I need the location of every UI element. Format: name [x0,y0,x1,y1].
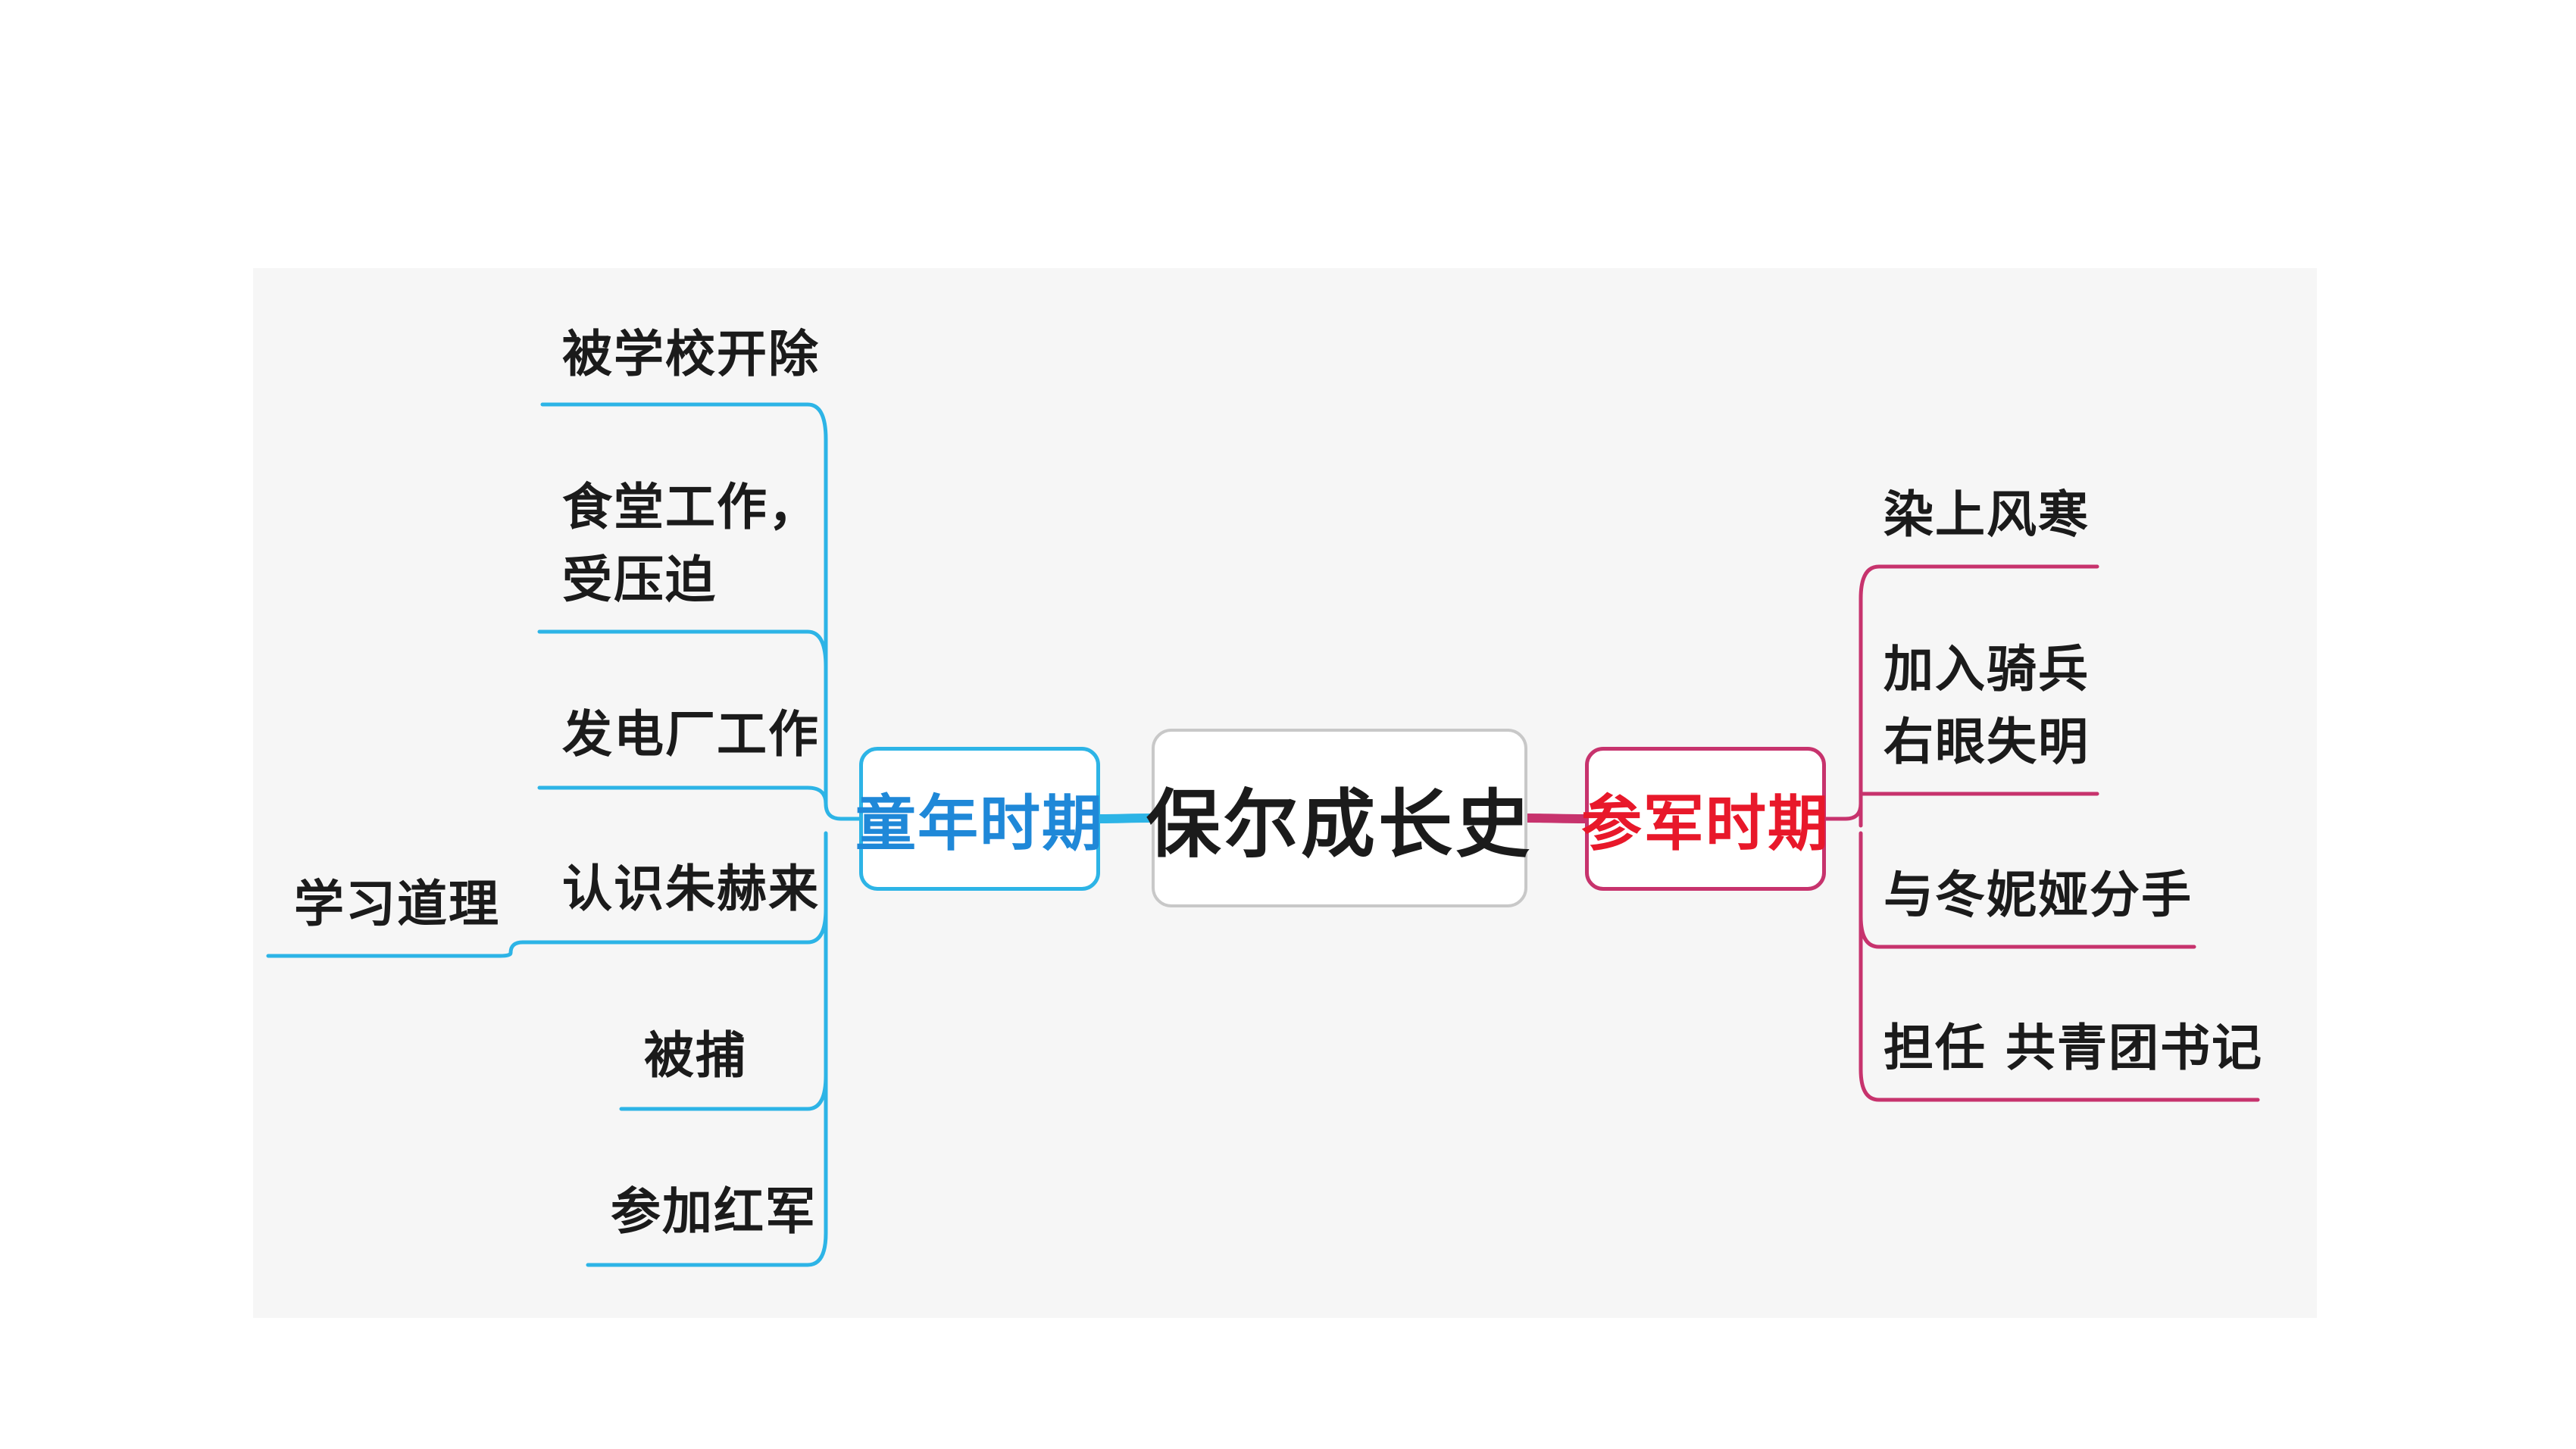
connector-right-1 [1824,564,2099,821]
right-leaf-1-line-1: 染上风寒 [1884,486,2090,544]
right-leaf-4-line-1: 担任 共青团书记 [1884,1019,2263,1077]
left-leaf-5[interactable]: 被捕 [644,1020,747,1092]
left-leaf-2[interactable]: 食堂工作， 受压迫 [562,471,820,617]
branch-node-childhood[interactable]: 童年时期 [855,747,1102,891]
connector-right-4 [1859,914,2260,1102]
right-leaf-3-line-1: 与冬妮娅分手 [1884,866,2193,924]
left-leaf-4-child-line-1: 学习道理 [294,875,500,933]
left-leaf-6[interactable]: 参加红军 [611,1176,817,1248]
left-leaf-5-line-1: 被捕 [644,1026,747,1085]
connector-left-4-child [266,940,542,958]
left-leaf-4[interactable]: 认识朱赫来 [562,853,820,926]
connector-left-3 [537,785,828,806]
connector-center-left [1096,814,1156,823]
left-leaf-4-child[interactable]: 学习道理 [294,868,500,941]
left-leaf-6-line-1: 参加红军 [611,1182,817,1241]
left-leaf-3-line-1: 发电厂工作 [562,705,820,764]
right-leaf-3[interactable]: 与冬妮娅分手 [1884,859,2193,932]
right-leaf-2-line-2: 右眼失明 [1884,713,2090,771]
connector-right-2 [1859,792,2099,828]
connector-left-1 [540,402,861,821]
right-leaf-4[interactable]: 担任 共青团书记 [1884,1012,2263,1085]
right-leaf-2[interactable]: 加入骑兵 右眼失明 [1884,633,2090,779]
left-leaf-1-line-1: 被学校开除 [562,325,820,383]
right-leaf-2-line-1: 加入骑兵 [1884,640,2090,698]
connector-left-6 [586,1073,828,1267]
connector-center-right [1523,814,1590,823]
left-leaf-1[interactable]: 被学校开除 [562,318,820,391]
left-leaf-4-line-1: 认识朱赫来 [562,860,820,918]
left-leaf-3[interactable]: 发电厂工作 [562,698,820,771]
branch-node-army[interactable]: 参军时期 [1581,747,1828,891]
right-leaf-1[interactable]: 染上风寒 [1884,479,2090,551]
central-topic-node[interactable]: 保尔成长史 [1146,729,1530,907]
left-leaf-2-line-2: 受压迫 [562,551,717,609]
connector-left-2 [537,629,828,669]
left-leaf-2-line-1: 食堂工作， [562,478,820,536]
